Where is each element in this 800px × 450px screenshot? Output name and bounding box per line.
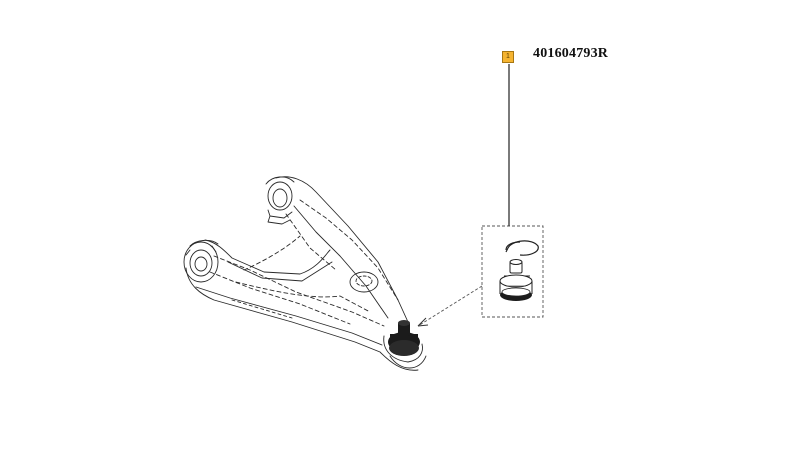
detail-pointer-line	[417, 285, 483, 327]
lower-control-arm	[183, 176, 427, 371]
detail-view-box	[481, 225, 544, 318]
replacement-ball-joint	[499, 259, 533, 301]
part-number-label[interactable]: 401604793R	[533, 46, 609, 61]
callout-marker-icon[interactable]: 1	[502, 51, 514, 63]
retaining-ring	[505, 240, 539, 256]
ball-joint-installed	[388, 320, 420, 356]
